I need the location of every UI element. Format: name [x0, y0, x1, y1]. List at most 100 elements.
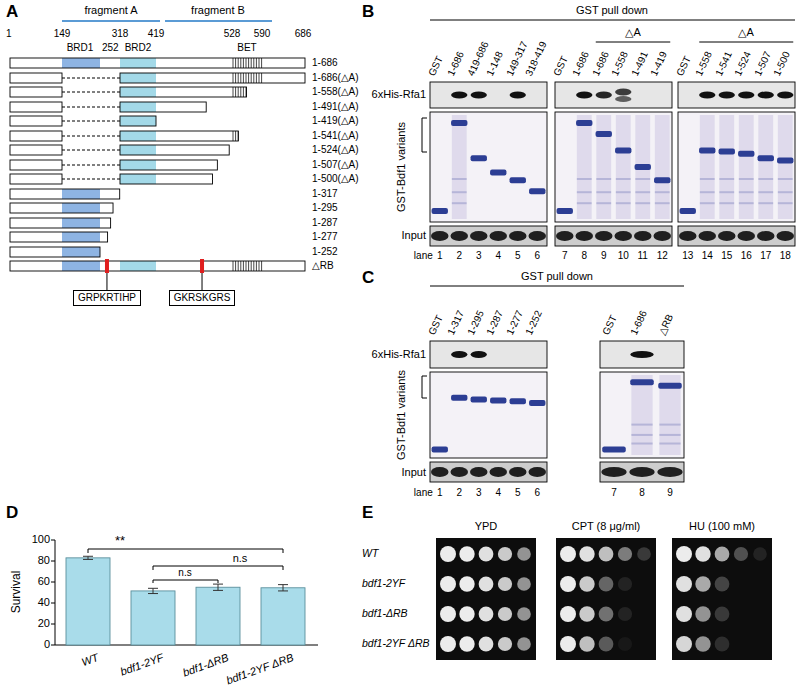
- yeast-spot: [440, 636, 456, 652]
- yeast-spot: [599, 547, 614, 562]
- gel-band: [659, 434, 680, 436]
- gel-band: [635, 191, 650, 193]
- lane-label: 1-541: [713, 50, 735, 78]
- lane-number: 1: [437, 487, 443, 499]
- gel-band: [510, 177, 526, 183]
- input-band: [528, 231, 546, 241]
- row-label: Input: [402, 229, 426, 242]
- domain-bar: [10, 247, 100, 257]
- sequence-box: GRPKRTIHP: [73, 290, 141, 306]
- agar-plate: [672, 538, 772, 660]
- yeast-spot: [440, 606, 456, 622]
- construct-bar: 1-277: [10, 232, 108, 242]
- bromodomain: [120, 58, 156, 68]
- bar-outline: [10, 232, 108, 242]
- blot-band: [777, 92, 793, 99]
- error-cap: [213, 590, 223, 591]
- lane-number: 1: [437, 250, 443, 262]
- row-label: 6xHis-Rfa1: [372, 88, 426, 101]
- blot-band: [596, 92, 612, 99]
- domain-bar: [10, 116, 156, 126]
- bar-outline: [120, 87, 247, 97]
- bar-body: [120, 87, 247, 97]
- gel-smear: [700, 115, 715, 219]
- bet-hatch: [235, 131, 236, 141]
- gel-band: [596, 131, 612, 137]
- bar: [66, 558, 110, 645]
- lane-label: 1-686: [445, 50, 467, 78]
- significance-mark: **: [115, 533, 125, 548]
- construct-label: 1-295: [312, 202, 338, 214]
- yeast-spot: [479, 577, 494, 592]
- lane-number: 16: [741, 250, 752, 262]
- yeast-spot: [517, 547, 531, 561]
- residue-number: 1: [6, 28, 12, 40]
- bet-hatch: [253, 58, 254, 68]
- gel-band: [739, 178, 754, 180]
- strain-label: bdf1-2YF ΔRB: [362, 637, 430, 649]
- input-blot: [678, 226, 795, 246]
- blot-band: [451, 351, 467, 358]
- residue-number: 149: [54, 28, 71, 40]
- error-bar: [283, 585, 284, 591]
- domain-bar: [10, 218, 111, 228]
- construct-bar: 1-500(△A): [10, 174, 212, 184]
- bromodomain: [62, 58, 100, 68]
- blot-band: [719, 92, 735, 99]
- bromodomain: [120, 261, 156, 271]
- bar-outline: [10, 73, 62, 83]
- construct-label: 1-500(△A): [312, 173, 359, 185]
- gel-band: [700, 191, 715, 193]
- input-band: [470, 231, 488, 241]
- bet-hatch: [259, 73, 260, 83]
- bromodomain: [62, 247, 100, 257]
- gel-band: [432, 446, 448, 452]
- input-band: [737, 231, 755, 241]
- construct-bar: 1-287: [10, 218, 111, 228]
- bet-hatch: [238, 261, 239, 271]
- domain-bar: [10, 131, 238, 141]
- lane-number: 5: [515, 250, 521, 262]
- bet-hatch: [238, 58, 239, 68]
- gel-band: [655, 191, 670, 193]
- lane-number: 3: [476, 487, 482, 499]
- gel-band: [451, 395, 467, 401]
- bet-hatch: [240, 73, 241, 83]
- bromodomain: [62, 189, 100, 199]
- lane-number: 12: [657, 250, 668, 262]
- yeast-spot: [459, 636, 474, 651]
- lane-label: 1-507: [752, 50, 774, 78]
- bet-hatch: [248, 58, 249, 68]
- gel-smear: [739, 115, 754, 219]
- yeast-spot: [695, 576, 710, 591]
- bar-body: [120, 160, 217, 170]
- gel-band: [700, 178, 715, 180]
- yeast-spot: [560, 636, 576, 652]
- lane-label: 1-686: [628, 309, 650, 337]
- bar-body: [10, 232, 108, 242]
- significance-mark: n.s: [233, 552, 248, 565]
- gel-band: [680, 208, 696, 214]
- gel-band: [596, 202, 611, 204]
- row-label: GST-Bdf1 variants: [395, 122, 408, 212]
- deletion-line: [62, 164, 120, 165]
- bromodomain: [120, 87, 156, 97]
- lane-label: 1-419: [648, 50, 670, 78]
- gel-band: [529, 188, 545, 194]
- lane-number: 15: [721, 250, 732, 262]
- panel-title: GST pull down: [521, 270, 593, 283]
- condition-header: HU (100 mM): [689, 520, 755, 533]
- axis-tick-mark: [51, 603, 55, 604]
- bet-hatch: [243, 73, 244, 83]
- gel-band: [510, 398, 526, 404]
- bar: [131, 591, 175, 645]
- yeast-spot: [579, 546, 594, 561]
- construct-label: △RB: [312, 260, 334, 272]
- coomassie-gel: [678, 112, 795, 222]
- bet-hatch: [256, 261, 257, 271]
- lane-number: 5: [515, 487, 521, 499]
- yeast-spot: [479, 607, 494, 622]
- strain-label: WT: [362, 547, 378, 559]
- deletion-line: [62, 179, 120, 180]
- gel-band: [432, 208, 448, 214]
